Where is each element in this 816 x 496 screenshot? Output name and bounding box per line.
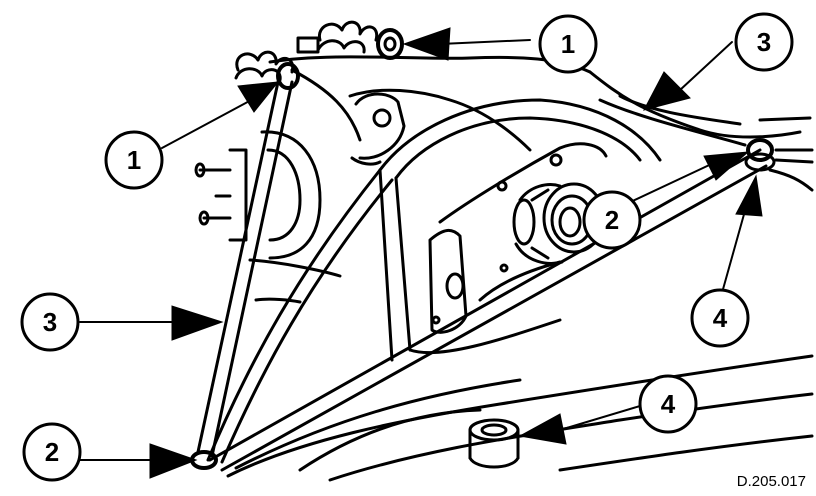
- callout-3-top-right: 3: [734, 12, 794, 72]
- lower-link-arm: [206, 168, 394, 464]
- loose-bush: [468, 418, 520, 469]
- arrowhead-4-right: [735, 174, 763, 217]
- callout-4-lower: 4: [638, 374, 698, 434]
- callout-2-center-label: 2: [605, 205, 619, 235]
- hub-assembly: [194, 130, 322, 260]
- callout-4-lower-label: 4: [661, 389, 676, 419]
- arrowhead-3-top: [643, 71, 691, 111]
- callout-1-left: 1: [104, 130, 164, 190]
- callout-4-right-label: 4: [713, 303, 728, 333]
- callout-4-right: 4: [690, 288, 750, 348]
- callout-3-top-right-label: 3: [757, 27, 771, 57]
- subframe-body: [378, 98, 662, 362]
- right-fixing-point: [744, 138, 814, 172]
- suspension-assembly-artwork: [190, 20, 814, 482]
- figure-reference-code: D.205.017: [737, 473, 806, 490]
- callout-1-left-label: 1: [127, 145, 141, 175]
- callout-3-left-label: 3: [43, 307, 57, 337]
- callout-1-top-label: 1: [561, 29, 575, 59]
- arrowhead-4-lower: [518, 413, 567, 445]
- arrowhead-3-left: [171, 305, 224, 341]
- tie-rod: [190, 62, 300, 470]
- callout-2-left-label: 2: [45, 437, 59, 467]
- mounting-bracket: [350, 92, 406, 166]
- callouts: 1 1 2 2 3 3 4 4: [20, 12, 794, 482]
- housing-outline: [268, 55, 814, 192]
- arrowhead-1-left: [237, 81, 280, 113]
- spring-coil-right: [296, 20, 404, 60]
- leader-arrowheads: [149, 27, 763, 479]
- callout-2-left: 2: [22, 422, 82, 482]
- callout-1-top: 1: [538, 14, 598, 74]
- callout-2-center: 2: [582, 190, 642, 250]
- trailing-arm: [208, 148, 814, 482]
- arrowhead-2-left: [149, 443, 198, 479]
- callout-3-left: 3: [20, 292, 80, 352]
- arrowhead-1-top: [402, 27, 451, 61]
- arrowhead-2-right: [703, 151, 750, 181]
